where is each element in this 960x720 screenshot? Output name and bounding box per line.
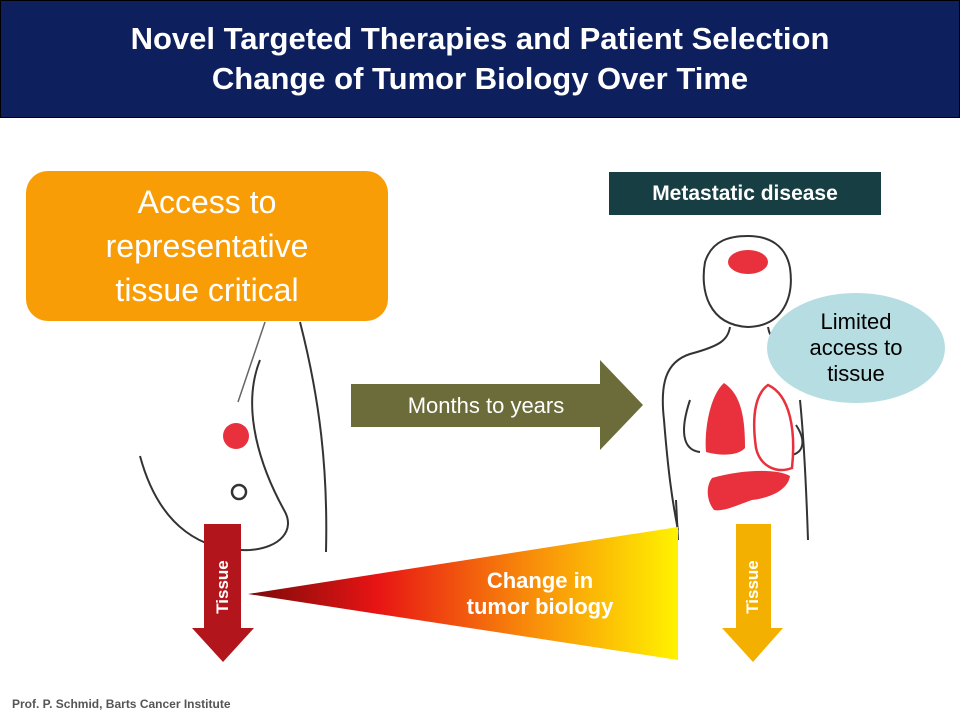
- callout-line-3: tissue critical: [115, 272, 299, 308]
- limited-line-1: Limited: [820, 309, 892, 334]
- limited-line-2: access to: [809, 335, 903, 360]
- time-arrow: [351, 360, 643, 450]
- change-line-2: tumor biology: [466, 594, 614, 619]
- biology-change-label: Change in tumor biology: [430, 566, 650, 622]
- tissue-label-left: Tissue: [213, 560, 232, 614]
- limited-access-bubble: Limited access to tissue: [767, 293, 945, 403]
- lymph-node: [230, 483, 248, 501]
- callout-pointer: [237, 321, 266, 403]
- brain-metastasis: [728, 250, 768, 274]
- tissue-access-callout: Access to representative tissue critical: [26, 171, 388, 321]
- breast-outline: [139, 321, 328, 553]
- title-line-1: Novel Targeted Therapies and Patient Sel…: [130, 21, 830, 56]
- primary-tumor: [223, 423, 249, 449]
- callout-line-2: representative: [105, 228, 309, 264]
- time-arrow-label: Months to years: [407, 393, 565, 418]
- tissue-arrow-right: [722, 524, 783, 662]
- change-line-1: Change in: [486, 568, 594, 593]
- lung-left: [705, 383, 745, 455]
- biology-change-wedge: [248, 527, 678, 660]
- footer-credit: Prof. P. Schmid, Barts Cancer Institute: [12, 697, 231, 711]
- slide-header: Novel Targeted Therapies and Patient Sel…: [0, 0, 960, 118]
- title-line-2: Change of Tumor Biology Over Time: [211, 61, 749, 96]
- tissue-arrow-left: [192, 524, 254, 662]
- human-figure-outline: [661, 234, 809, 541]
- limited-line-3: tissue: [827, 361, 885, 386]
- tissue-label-right: Tissue: [743, 560, 762, 614]
- metastatic-disease-label: Metastatic disease: [609, 172, 881, 215]
- liver: [707, 470, 790, 511]
- callout-line-1: Access to: [137, 184, 277, 220]
- lung-right-outline: [752, 383, 795, 472]
